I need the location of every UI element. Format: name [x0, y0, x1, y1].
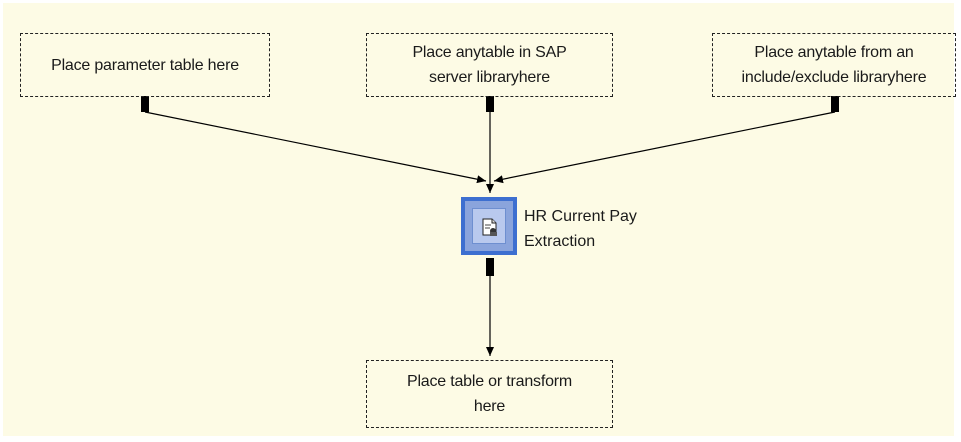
include-exclude-placeholder[interactable]: Place anytable from an include/exclude l… [712, 33, 956, 97]
sap-library-placeholder[interactable]: Place anytable in SAP server libraryhere [366, 33, 613, 97]
parameter-table-placeholder[interactable]: Place parameter table here [20, 33, 270, 97]
output-placeholder[interactable]: Place table or transform here [366, 360, 613, 428]
parameter-table-placeholder-label: Place parameter table here [51, 56, 239, 74]
output-placeholder-label: Place table or transform here [406, 373, 573, 415]
node-icon-frame [472, 208, 506, 244]
extraction-document-icon [482, 218, 497, 236]
hr-current-pay-extraction-node[interactable] [461, 197, 517, 255]
sap-library-placeholder-label: Place anytable in SAP server libraryhere [412, 44, 567, 86]
node-label: HR Current Pay Extraction [524, 208, 637, 250]
include-exclude-placeholder-label: Place anytable from an include/exclude l… [741, 44, 927, 86]
